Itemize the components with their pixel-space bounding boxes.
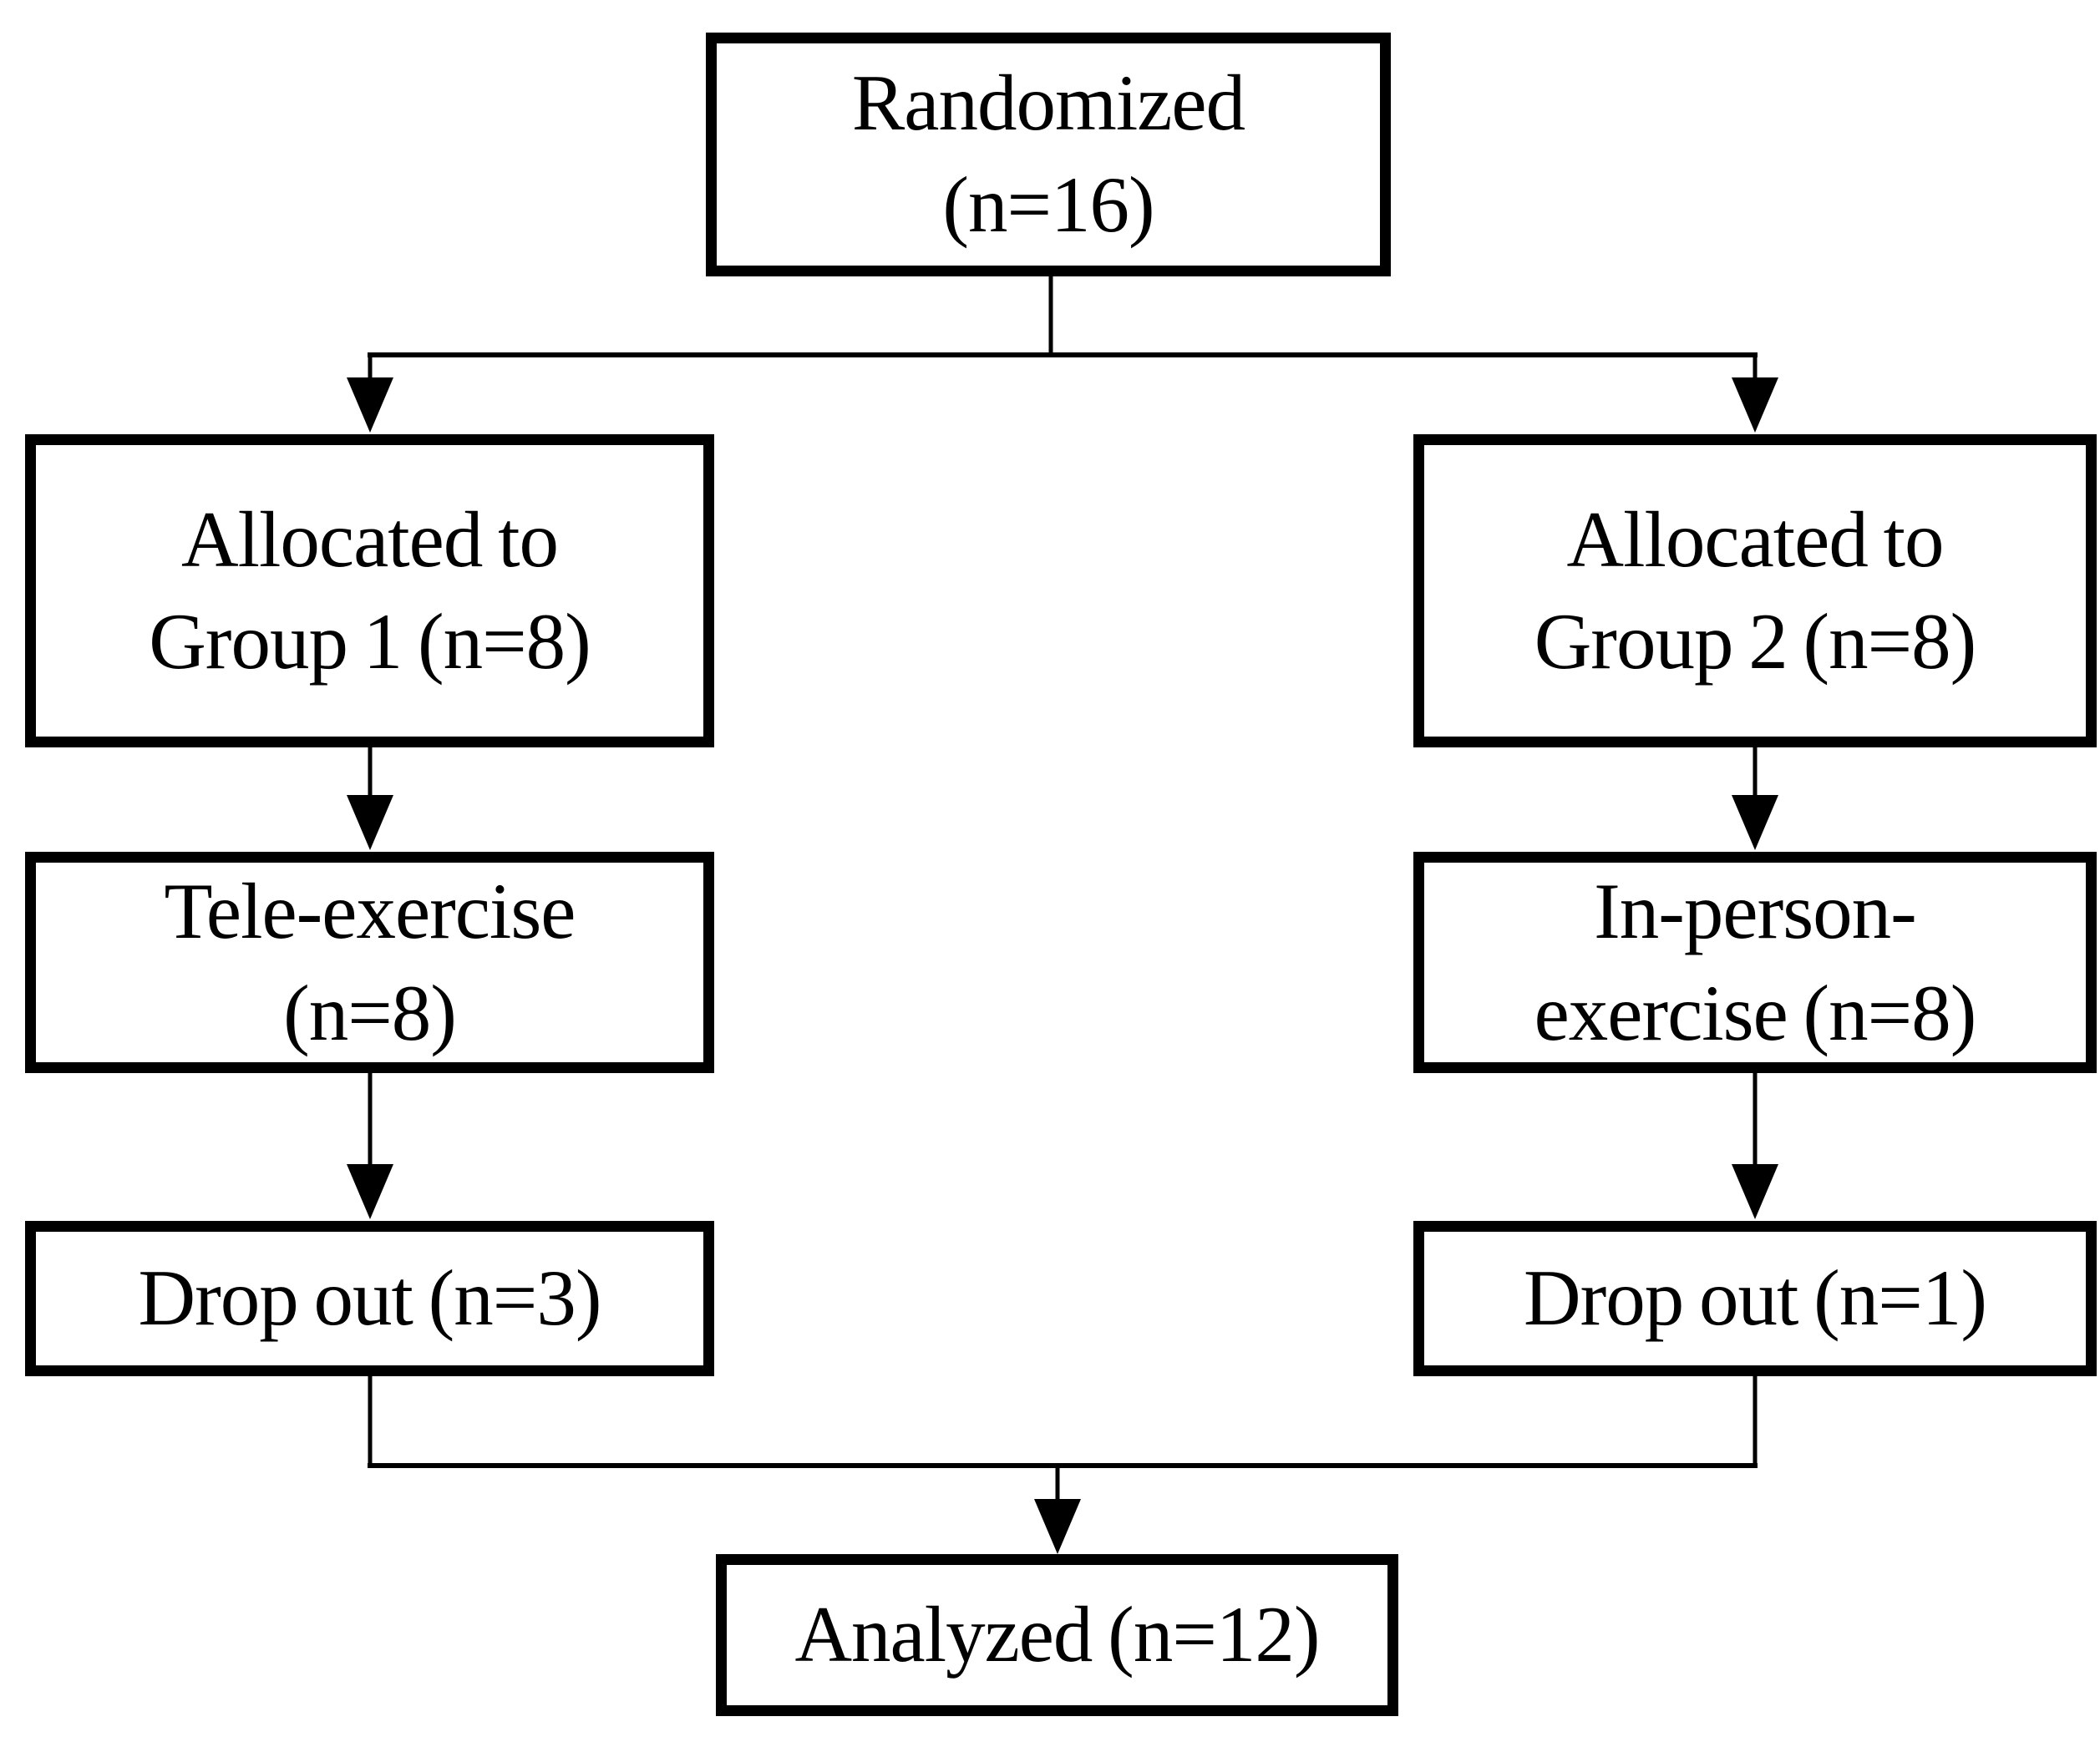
node-analyzed-label: Analyzed (n=12) [794,1584,1320,1686]
node-group1: Allocated to Group 1 (n=8) [25,434,714,747]
edge-split-to-group2 [1732,353,1778,433]
edge-in-person-exercise-to-dropout2 [1732,1071,1778,1219]
node-label-line: Analyzed (n=12) [794,1590,1320,1679]
node-in-person-exercise-label: In-person- exercise (n=8) [1534,861,1977,1064]
node-tele-exercise-label: Tele-exercise (n=8) [165,861,576,1064]
edge-tele-exercise-to-dropout1 [347,1071,393,1219]
edge-split-to-group1 [347,353,393,433]
node-label-line: Allocated to [181,494,559,584]
node-label-line: In-person- [1594,866,1917,955]
node-label-line: Allocated to [1566,494,1945,584]
edge-group2-to-in-person-exercise [1732,745,1778,850]
node-label-line: exercise (n=8) [1534,968,1977,1057]
node-dropout-group2: Drop out (n=1) [1413,1221,2097,1376]
arrowhead-icon [1732,795,1778,850]
node-randomized-label: Randomized (n=16) [852,53,1245,256]
arrowhead-icon [347,377,393,433]
node-group2: Allocated to Group 2 (n=8) [1413,434,2097,747]
node-randomized: Randomized (n=16) [706,33,1391,276]
node-label-line: Group 1 (n=8) [149,596,591,686]
node-dropout-group2-label: Drop out (n=1) [1524,1248,1987,1350]
node-label-line: Randomized [851,58,1245,148]
node-group2-label: Allocated to Group 2 (n=8) [1534,489,1977,692]
node-group1-label: Allocated to Group 1 (n=8) [149,489,591,692]
edge-merge-to-analyzed [1034,1464,1081,1554]
edge-group1-to-tele-exercise [347,745,393,850]
node-dropout-group1: Drop out (n=3) [25,1221,714,1376]
node-tele-exercise: Tele-exercise (n=8) [25,852,714,1073]
node-label-line: (n=16) [942,160,1154,249]
arrowhead-icon [347,795,393,850]
edge-randomized-split [368,269,1758,357]
arrowhead-icon [1732,377,1778,433]
node-label-line: Group 2 (n=8) [1534,596,1977,686]
node-label-line: Drop out (n=1) [1524,1253,1987,1343]
node-label-line: Drop out (n=3) [138,1253,602,1343]
arrowhead-icon [347,1164,393,1219]
arrowhead-icon [1732,1164,1778,1219]
node-label-line: Tele-exercise [164,866,576,955]
node-dropout-group1-label: Drop out (n=3) [138,1248,602,1350]
node-in-person-exercise: In-person- exercise (n=8) [1413,852,2097,1073]
node-analyzed: Analyzed (n=12) [716,1554,1398,1716]
arrowhead-icon [1034,1499,1081,1554]
node-label-line: (n=8) [283,968,457,1057]
